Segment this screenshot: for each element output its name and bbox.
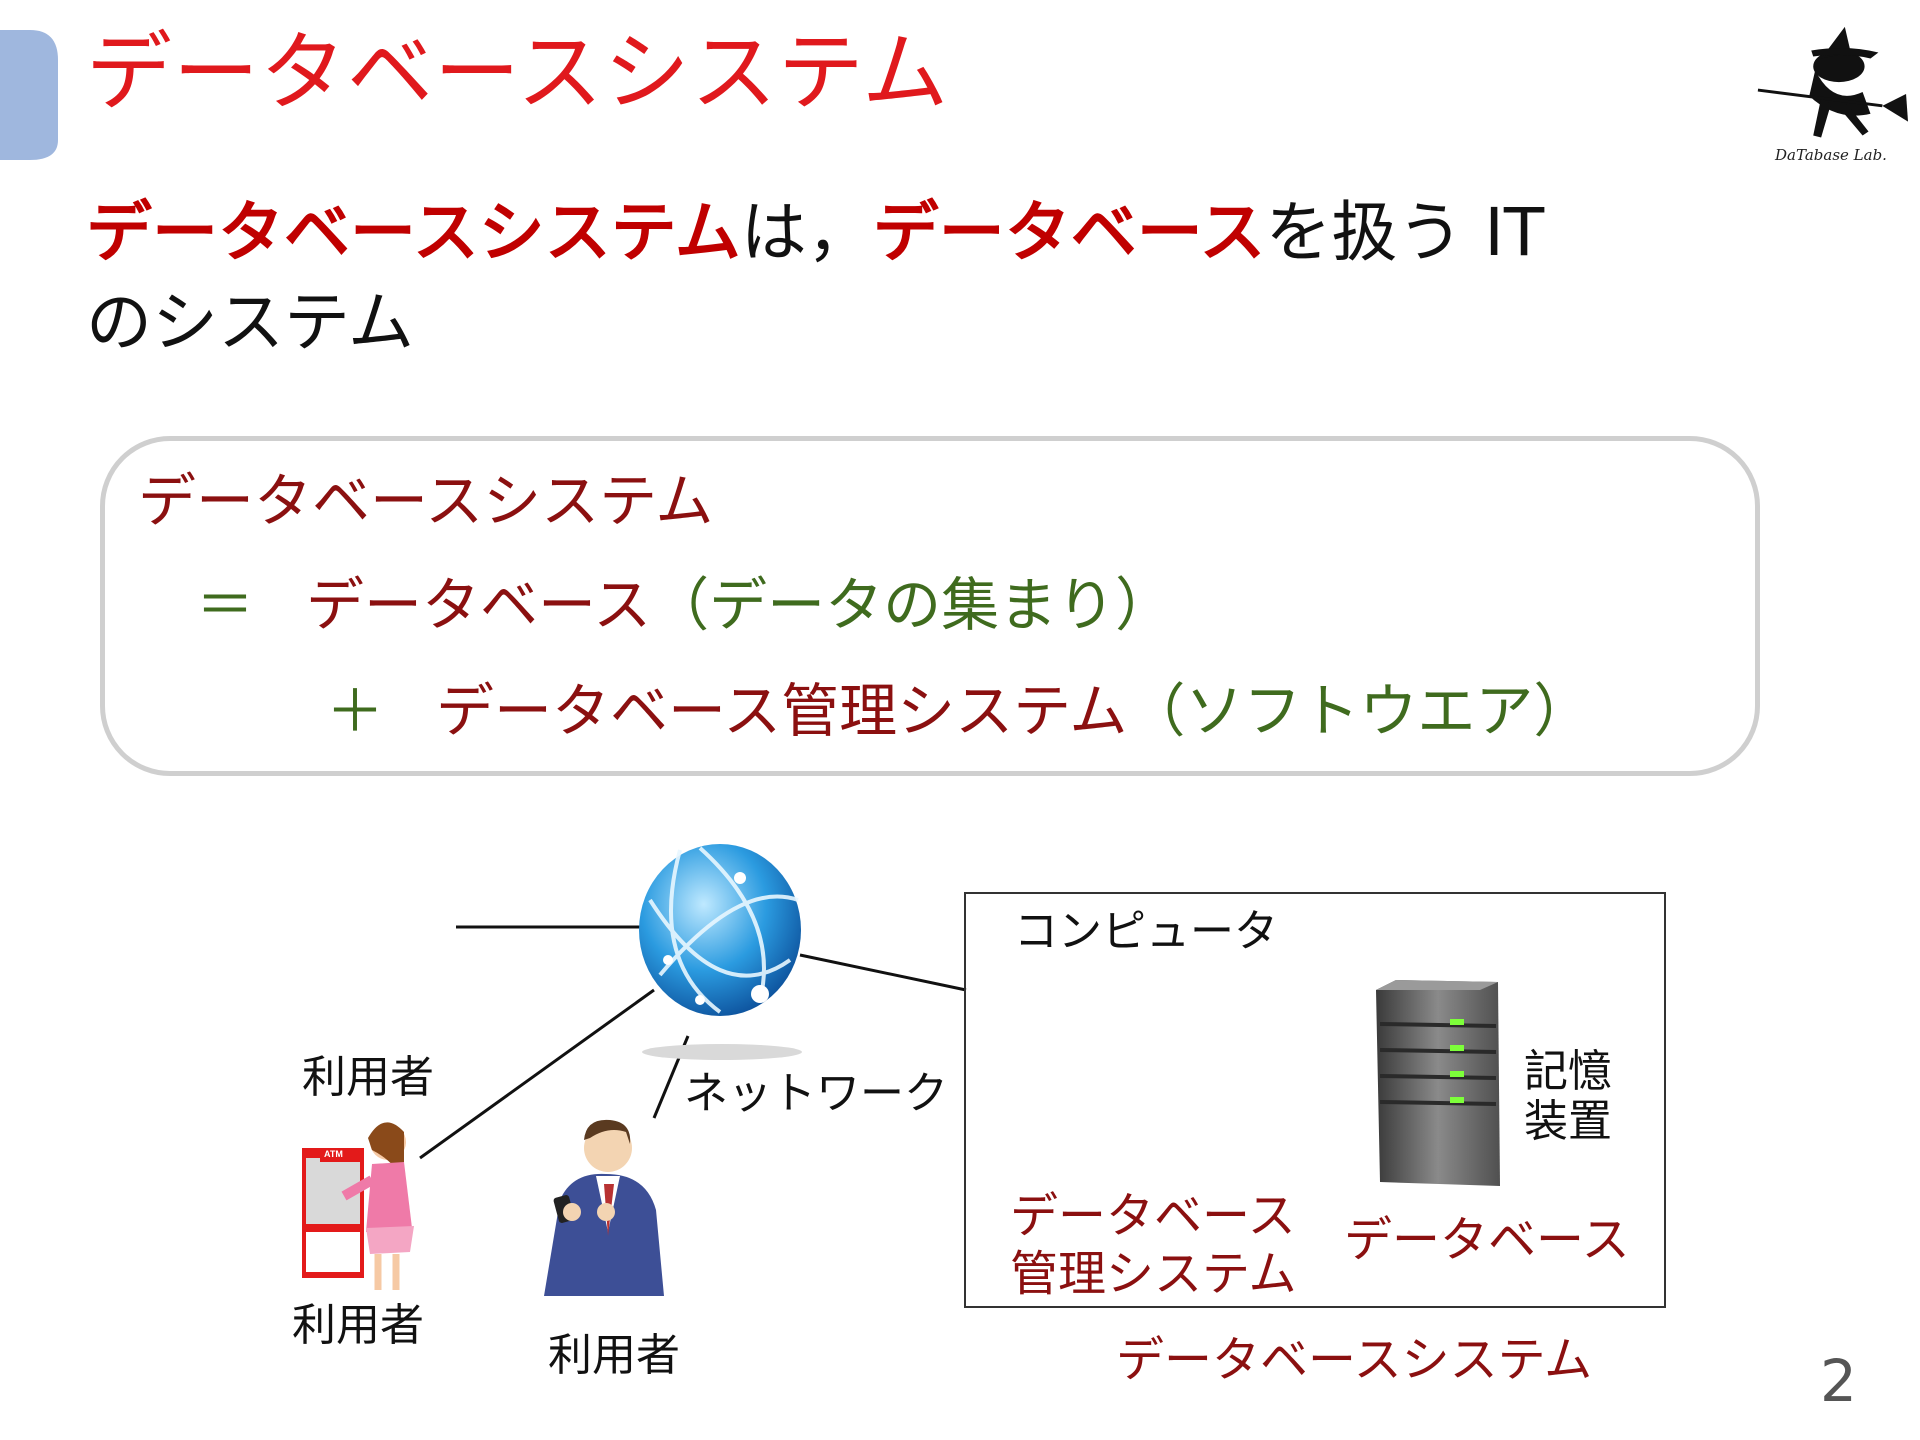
network-links bbox=[419, 925, 967, 1160]
computer-box bbox=[964, 892, 1666, 1308]
definition-dbms: データベース管理システム bbox=[436, 677, 1128, 745]
database-label: データベース bbox=[1344, 1212, 1630, 1268]
definition-plus-line: ＋ データベース管理システム（ソフトウエア） bbox=[326, 676, 1591, 746]
dbms-label-line2: 管理システム bbox=[1010, 1246, 1297, 1302]
atm-sign: ATM bbox=[324, 1149, 343, 1159]
definition-db: データベース bbox=[306, 571, 652, 639]
user-label-top: 利用者 bbox=[302, 1052, 434, 1103]
lead-term-dbs: データベースシステム bbox=[86, 194, 741, 271]
lead-term-db: データベース bbox=[872, 194, 1266, 271]
phone-user-illustration bbox=[544, 1119, 664, 1296]
plus-sign: ＋ bbox=[326, 677, 385, 745]
lead-paragraph: データベースシステムは，データベースを扱う IT のシステム bbox=[86, 188, 1766, 368]
logo-caption: DaTabase Lab. bbox=[1775, 146, 1887, 164]
storage-label-line1: 記憶 bbox=[1524, 1046, 1612, 1097]
computer-label: コンピュータ bbox=[1014, 906, 1278, 957]
network-label: ネットワーク bbox=[684, 1068, 948, 1119]
atm-user-illustration bbox=[302, 1122, 414, 1290]
definition-equals-line: ＝ データベース（データの集まり） bbox=[196, 570, 1173, 640]
witch-logo-icon bbox=[1757, 26, 1909, 138]
lead-text-1: は， bbox=[740, 194, 873, 271]
lead-text-2: を扱う IT bbox=[1265, 194, 1545, 271]
slide-title: データベースシステム bbox=[86, 23, 950, 123]
lead-text-3: のシステム bbox=[86, 284, 415, 361]
definition-dbms-note: （ソフトウエア） bbox=[1127, 677, 1592, 745]
definition-db-note: （データの集まり） bbox=[651, 571, 1174, 639]
storage-label-line2: 装置 bbox=[1524, 1096, 1612, 1147]
definition-term: データベースシステム bbox=[138, 467, 714, 535]
user-label-atm: 利用者 bbox=[292, 1300, 424, 1351]
globe-network-icon bbox=[639, 844, 802, 1060]
user-label-phone: 利用者 bbox=[548, 1330, 680, 1381]
dbms-label-line1: データベース bbox=[1010, 1188, 1296, 1244]
database-system-label: データベースシステム bbox=[1116, 1332, 1593, 1388]
page-number: 2 bbox=[1820, 1347, 1857, 1415]
definition-box bbox=[100, 436, 1760, 776]
equals-sign: ＝ bbox=[196, 571, 255, 639]
